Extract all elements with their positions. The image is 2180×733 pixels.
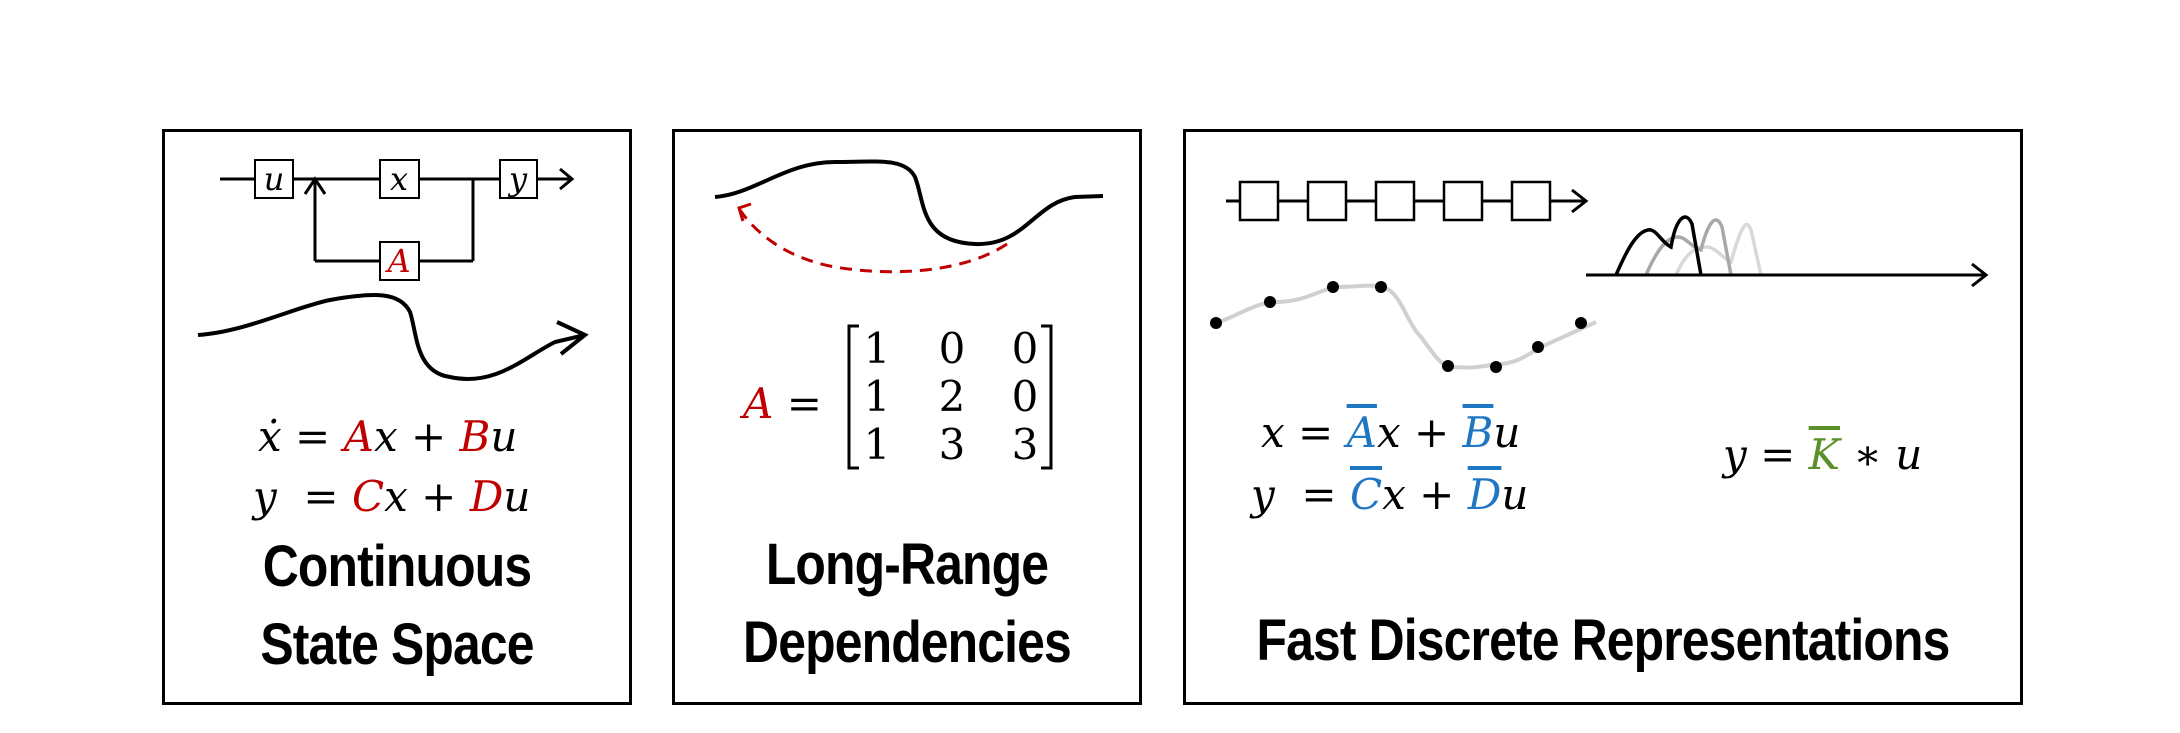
hippo-matrix: 1 0 0 1 2 0 1 3 3: [845, 322, 1055, 472]
input-label: u: [264, 160, 285, 198]
discrete-state-equation: x = Ax + Bu: [1261, 408, 1521, 457]
state-space-diagram: u x y A: [197, 159, 589, 381]
long-range-diagram: [714, 159, 1104, 274]
output-equation: y = Cx + Du: [253, 472, 531, 521]
state-label: x: [390, 160, 408, 198]
matrix-cell: 1: [863, 420, 891, 469]
input-block: [254, 159, 294, 199]
output-label: y: [507, 160, 528, 198]
output-block: [499, 159, 538, 199]
dependency-arc: [738, 209, 1008, 274]
feedback-label: A: [384, 242, 410, 280]
convolution-kernels: [1614, 215, 1763, 276]
fast-discrete-representations-panel: x = Ax + Bu y = Cx + Du y = K ∗ u Fast D…: [1183, 129, 2023, 705]
matrix-cell: 0: [1011, 372, 1039, 421]
panel-title: Fast Discrete Representations: [1256, 608, 1950, 673]
signal-curve: [714, 159, 1104, 247]
convolution-equation: y = K ∗ u: [1723, 430, 1923, 479]
panel-title-line-1: Continuous: [262, 534, 532, 599]
dependency-arrow-icon: [737, 202, 752, 222]
sample-points: [1210, 281, 1587, 373]
long-range-dependencies-panel: A = 1 0 0 1 2 0 1 3 3 Long-Range Depende…: [672, 129, 1142, 705]
panel-title-line-1: Long-Range: [765, 532, 1049, 597]
matrix-cell: 3: [938, 420, 966, 469]
panel-title-line-2: Dependencies: [743, 610, 1072, 675]
matrix-cell: 1: [863, 324, 891, 373]
matrix-cell: 0: [1011, 324, 1039, 373]
panel-title-line-2: State Space: [260, 612, 534, 677]
arrow-head-icon: [556, 320, 589, 356]
feedback-block: [379, 241, 420, 281]
state-equation: ẋ = Ax + Bu: [258, 412, 518, 461]
matrix-cell: 0: [938, 324, 966, 373]
state-block: [379, 159, 420, 199]
continuous-state-space-panel: u x y A ẋ = Ax + Bu y = Cx + Du Continuo…: [162, 129, 632, 705]
matrix-cell: 1: [863, 372, 891, 421]
matrix-cell: 3: [1011, 420, 1039, 469]
discrete-diagram: [1210, 180, 1989, 373]
recurrent-chain: [1238, 180, 1552, 222]
matrix-cell: 2: [938, 372, 966, 421]
continuous-signal-curve: [197, 293, 586, 381]
discrete-output-equation: y = Cx + Du: [1251, 470, 1529, 519]
matrix-brackets: [847, 324, 1053, 470]
matrix-name: A =: [743, 379, 822, 428]
